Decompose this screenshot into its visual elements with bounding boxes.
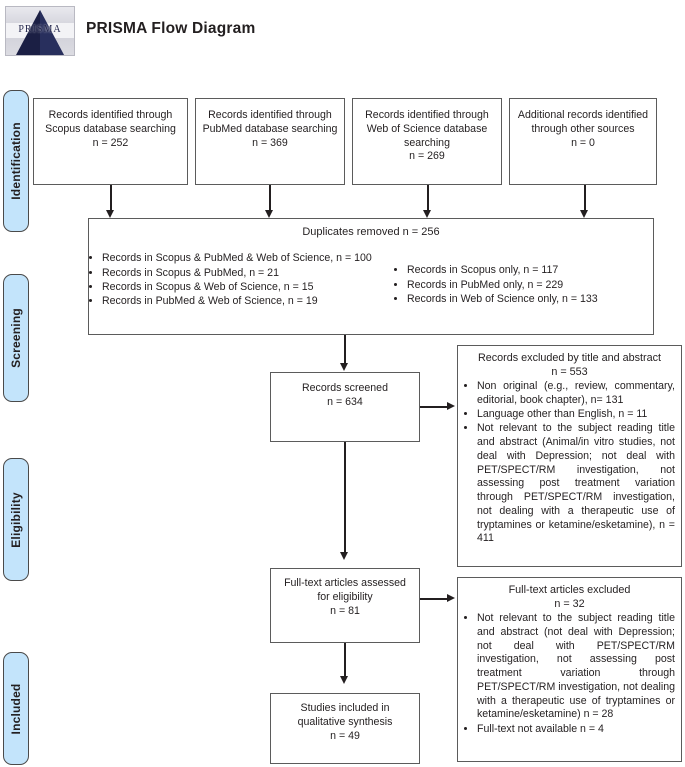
box-studies-included: Studies included in qualitative synthesi… (270, 693, 420, 764)
prisma-logo: PRISMA (5, 6, 75, 56)
connector-screened-to-fulltext-arrow (340, 552, 348, 560)
box-records-other-sources: Additional records identified through ot… (509, 98, 657, 185)
logo-label: PRISMA (18, 24, 62, 35)
box-records-scopus-text: Records identified through Scopus databa… (45, 109, 176, 135)
box-fulltext-assessed-label: Full-text articles assessed for eligibil… (284, 577, 406, 603)
box-duplicates-removed-title: Duplicates removed n = 256 (302, 226, 440, 238)
box-studies-included-label: Studies included in qualitative synthesi… (297, 702, 393, 728)
box-records-other-sources-count: n = 0 (571, 136, 595, 149)
diagram-header: PRISMA PRISMA Flow Diagram (0, 0, 685, 70)
stage-label-identification-text: Identification (9, 122, 23, 200)
box-records-web-of-science-text: Records identified through Web of Scienc… (365, 109, 489, 149)
box-fulltext-excluded-count: n = 32 (554, 598, 585, 611)
connector-scopus-to-duplicates (110, 185, 112, 211)
list-item: Full-text not available n = 4 (477, 723, 675, 737)
stage-label-screening: Screening (3, 274, 29, 402)
box-records-screened: Records screened n = 634 (270, 372, 420, 442)
duplicates-right-column: Records in Scopus only, n = 117 Records … (394, 251, 639, 309)
list-item: Records in Web of Science only, n = 133 (407, 293, 639, 307)
connector-wos-to-duplicates (427, 185, 429, 211)
duplicates-left-column: Records in Scopus & PubMed & Web of Scie… (89, 251, 394, 309)
box-records-scopus-count: n = 252 (92, 136, 129, 149)
list-item: Records in Scopus & PubMed, n = 21 (102, 267, 394, 281)
box-records-excluded-title: Records excluded by title and abstract (477, 352, 662, 364)
box-duplicates-removed: Duplicates removed n = 256 Records in Sc… (88, 218, 654, 335)
connector-wos-to-duplicates-arrow (423, 210, 431, 218)
box-studies-included-count: n = 49 (330, 729, 360, 742)
box-records-pubmed-count: n = 369 (252, 136, 288, 149)
stage-label-eligibility: Eligibility (3, 458, 29, 581)
box-records-excluded-title-abstract: Records excluded by title and abstract n… (457, 345, 682, 567)
box-records-pubmed: Records identified through PubMed databa… (195, 98, 345, 185)
box-fulltext-excluded: Full-text articles excluded n = 32 Not r… (457, 577, 682, 762)
box-records-web-of-science-count: n = 269 (409, 150, 445, 163)
connector-pubmed-to-duplicates-arrow (265, 210, 273, 218)
box-fulltext-excluded-title: Full-text articles excluded (508, 584, 631, 596)
connector-fulltext-to-included-arrow (340, 676, 348, 684)
list-item: Records in Scopus only, n = 117 (407, 264, 639, 278)
connector-screened-to-fulltext (344, 442, 346, 553)
connector-screened-to-excluded (420, 406, 448, 408)
connector-other-to-duplicates (584, 185, 586, 211)
list-item: Non original (e.g., review, commentary, … (477, 380, 675, 408)
list-item: Not relevant to the subject reading titl… (477, 612, 675, 722)
box-records-pubmed-text: Records identified through PubMed databa… (202, 109, 338, 135)
connector-fulltext-to-excluded-arrow (447, 594, 455, 602)
connector-pubmed-to-duplicates (269, 185, 271, 211)
box-records-screened-label: Records screened (302, 382, 388, 394)
box-duplicates-removed-columns: Records in Scopus & PubMed & Web of Scie… (89, 251, 653, 309)
box-records-scopus: Records identified through Scopus databa… (33, 98, 188, 185)
connector-fulltext-to-excluded (420, 598, 448, 600)
stage-label-included: Included (3, 652, 29, 765)
logo-triangle-highlight-icon (40, 10, 64, 55)
list-item: Records in PubMed & Web of Science, n = … (102, 295, 394, 309)
connector-scopus-to-duplicates-arrow (106, 210, 114, 218)
list-item: Records in Scopus & Web of Science, n = … (102, 281, 394, 295)
stage-label-eligibility-text: Eligibility (9, 491, 23, 548)
list-item: Records in PubMed only, n = 229 (407, 279, 639, 293)
connector-duplicates-to-screened (344, 335, 346, 364)
box-records-other-sources-text: Additional records identified through ot… (517, 109, 649, 135)
box-records-excluded-count: n = 553 (551, 366, 588, 379)
connector-duplicates-to-screened-arrow (340, 363, 348, 371)
stage-label-included-text: Included (9, 683, 23, 734)
box-fulltext-assessed-count: n = 81 (330, 604, 360, 617)
page-title: PRISMA Flow Diagram (86, 20, 256, 37)
stage-label-identification: Identification (3, 90, 29, 232)
stage-label-screening-text: Screening (9, 308, 23, 368)
list-item: Records in Scopus & PubMed & Web of Scie… (102, 252, 394, 266)
box-records-screened-count: n = 634 (327, 395, 363, 408)
list-item: Not relevant to the subject reading titl… (477, 422, 675, 546)
connector-other-to-duplicates-arrow (580, 210, 588, 218)
connector-fulltext-to-included (344, 643, 346, 677)
list-item: Language other than English, n = 11 (477, 408, 675, 422)
connector-screened-to-excluded-arrow (447, 402, 455, 410)
box-fulltext-assessed: Full-text articles assessed for eligibil… (270, 568, 420, 643)
box-records-web-of-science: Records identified through Web of Scienc… (352, 98, 502, 185)
